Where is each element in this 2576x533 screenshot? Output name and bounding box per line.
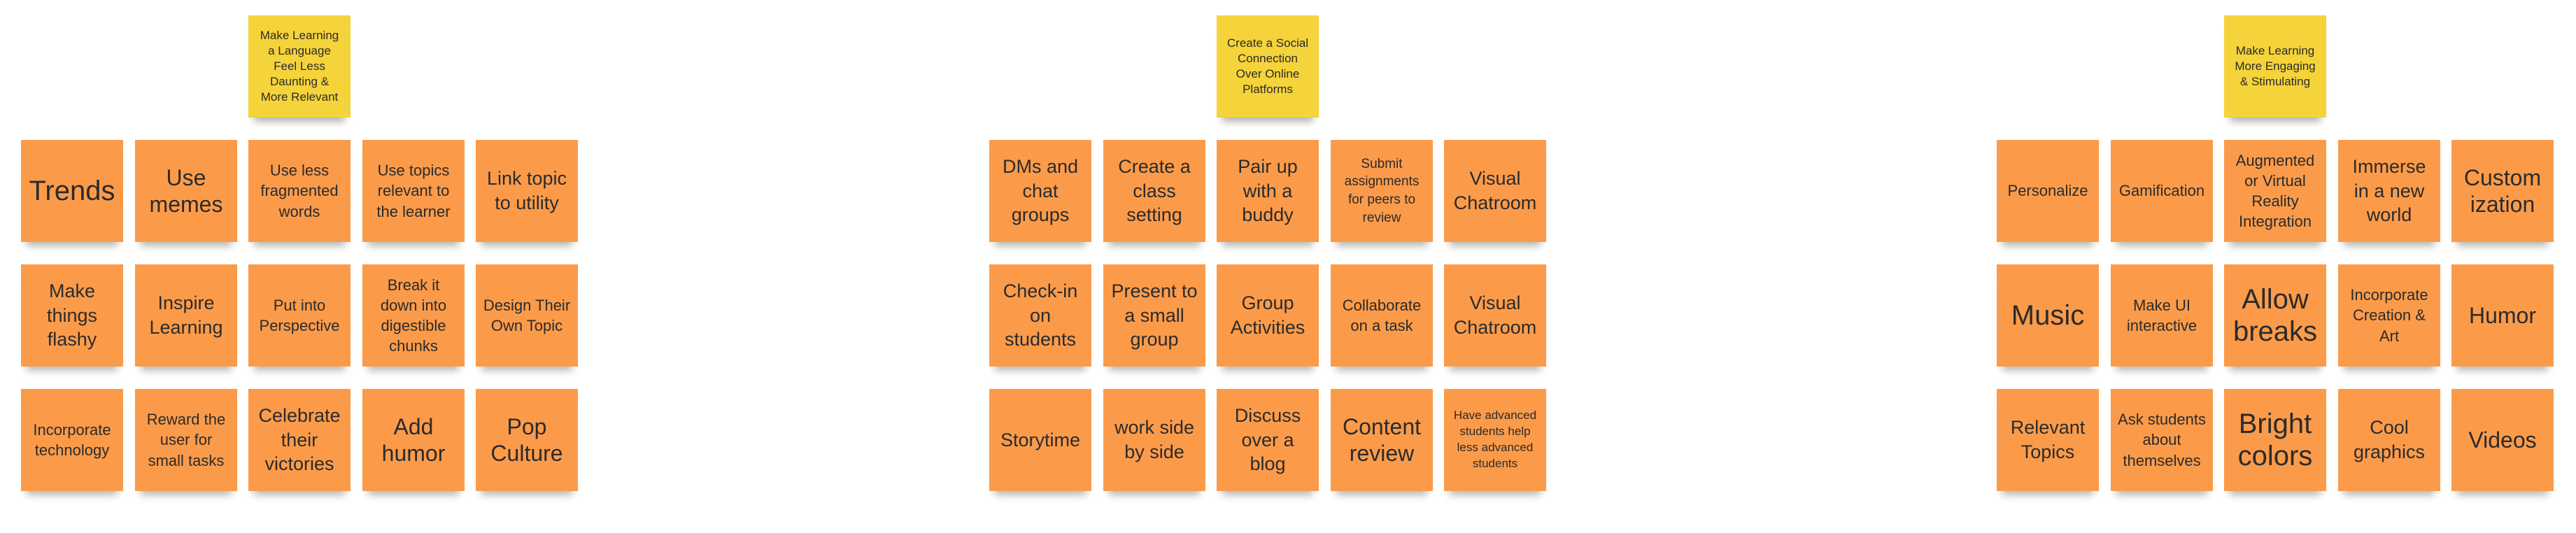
header-sticky-note[interactable]: Create a Social Connection Over Online P…: [1217, 15, 1319, 118]
sticky-note[interactable]: Group Activities: [1217, 264, 1319, 367]
sticky-note[interactable]: work side by side: [1103, 389, 1205, 491]
sticky-note[interactable]: Augmented or Virtual Reality Integration: [2224, 140, 2326, 242]
sticky-note[interactable]: Check-in on students: [989, 264, 1091, 367]
sticky-note[interactable]: DMs and chat groups: [989, 140, 1091, 242]
sticky-note[interactable]: Bright colors: [2224, 389, 2326, 491]
sticky-note[interactable]: Videos: [2451, 389, 2554, 491]
sticky-note[interactable]: Visual Chatroom: [1444, 140, 1546, 242]
header-sticky-note[interactable]: Make Learning More Engaging & Stimulatin…: [2224, 15, 2326, 118]
sticky-note[interactable]: Ask students about themselves: [2111, 389, 2213, 491]
sticky-note[interactable]: Use less fragmented words: [248, 140, 351, 242]
sticky-note[interactable]: Link topic to utility: [476, 140, 578, 242]
sticky-note[interactable]: Visual Chatroom: [1444, 264, 1546, 367]
sticky-note[interactable]: Add humor: [362, 389, 465, 491]
sticky-note[interactable]: Custom ization: [2451, 140, 2554, 242]
sticky-note[interactable]: Create a class setting: [1103, 140, 1205, 242]
sticky-note[interactable]: Immerse in a new world: [2338, 140, 2440, 242]
sticky-note[interactable]: Music: [1997, 264, 2099, 367]
sticky-note[interactable]: Submit assignments for peers to review: [1331, 140, 1433, 242]
header-sticky-note[interactable]: Make Learning a Language Feel Less Daunt…: [248, 15, 351, 118]
sticky-note[interactable]: Pop Culture: [476, 389, 578, 491]
affinity-group-1: Make Learning a Language Feel Less Daunt…: [20, 0, 579, 533]
sticky-note[interactable]: Humor: [2451, 264, 2554, 367]
sticky-note[interactable]: Make things flashy: [21, 264, 123, 367]
sticky-note[interactable]: Have advanced students help less advance…: [1444, 389, 1546, 491]
sticky-note[interactable]: Cool graphics: [2338, 389, 2440, 491]
sticky-note[interactable]: Discuss over a blog: [1217, 389, 1319, 491]
affinity-group-3: Make Learning More Engaging & Stimulatin…: [1995, 0, 2555, 533]
sticky-note[interactable]: Trends: [21, 140, 123, 242]
sticky-note[interactable]: Storytime: [989, 389, 1091, 491]
sticky-note[interactable]: Design Their Own Topic: [476, 264, 578, 367]
sticky-note[interactable]: Celebrate their victories: [248, 389, 351, 491]
sticky-note[interactable]: Relevant Topics: [1997, 389, 2099, 491]
sticky-note[interactable]: Incorporate technology: [21, 389, 123, 491]
sticky-note[interactable]: Put into Perspective: [248, 264, 351, 367]
sticky-note[interactable]: Use topics relevant to the learner: [362, 140, 465, 242]
sticky-note[interactable]: Inspire Learning: [135, 264, 237, 367]
sticky-note[interactable]: Make UI interactive: [2111, 264, 2213, 367]
sticky-note[interactable]: Present to a small group: [1103, 264, 1205, 367]
sticky-note[interactable]: Reward the user for small tasks: [135, 389, 237, 491]
sticky-note[interactable]: Gamification: [2111, 140, 2213, 242]
sticky-note[interactable]: Use memes: [135, 140, 237, 242]
affinity-group-2: Create a Social Connection Over Online P…: [988, 0, 1548, 533]
sticky-note[interactable]: Incorporate Creation & Art: [2338, 264, 2440, 367]
sticky-note[interactable]: Collaborate on a task: [1331, 264, 1433, 367]
sticky-note[interactable]: Pair up with a buddy: [1217, 140, 1319, 242]
sticky-note[interactable]: Allow breaks: [2224, 264, 2326, 367]
sticky-note[interactable]: Personalize: [1997, 140, 2099, 242]
sticky-note[interactable]: Content review: [1331, 389, 1433, 491]
sticky-note[interactable]: Break it down into digestible chunks: [362, 264, 465, 367]
